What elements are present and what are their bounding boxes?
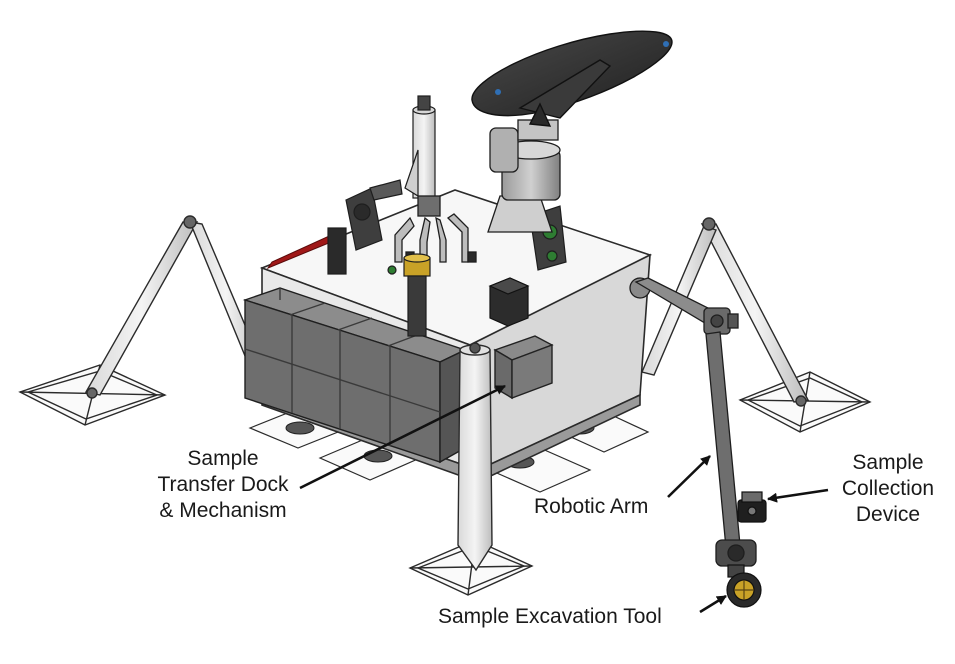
label-line: Transfer Dock [157, 473, 289, 496]
callout-arrow-collection-device [767, 488, 829, 503]
label-line: Sample [187, 447, 259, 470]
label-line: Device [855, 503, 921, 526]
label-sample-excavation-tool: Sample Excavation Tool [438, 604, 662, 630]
robotic-arm [629, 277, 757, 567]
label-sample-transfer-dock: Sample Transfer Dock & Mechanism [128, 446, 318, 524]
label-line: Collection [841, 477, 935, 500]
label-robotic-arm: Robotic Arm [534, 494, 648, 520]
label-line: Sample Excavation Tool [438, 605, 662, 628]
sample-gripper-claw [394, 195, 477, 263]
callout-arrow-excavation-tool [699, 594, 727, 614]
label-line: Sample [852, 451, 924, 474]
sample-processing-unit [387, 253, 431, 337]
callout-arrow-robotic-arm [667, 455, 711, 498]
callout-arrow-transfer-dock [299, 384, 506, 490]
label-line: Robotic Arm [534, 495, 649, 518]
electronics-box [488, 277, 530, 327]
deck-arm-mount-left [327, 179, 403, 275]
label-sample-collection-device: Sample Collection Device [828, 450, 948, 528]
antenna-gimbal [487, 119, 561, 233]
sample-collection-device [737, 491, 767, 523]
camera-mast [404, 95, 436, 199]
leg-front [457, 342, 493, 572]
leg-left [84, 215, 263, 399]
sample-excavation-tool [726, 564, 762, 608]
label-line: & Mechanism [159, 499, 287, 522]
high-gain-antenna-dish [471, 30, 673, 127]
